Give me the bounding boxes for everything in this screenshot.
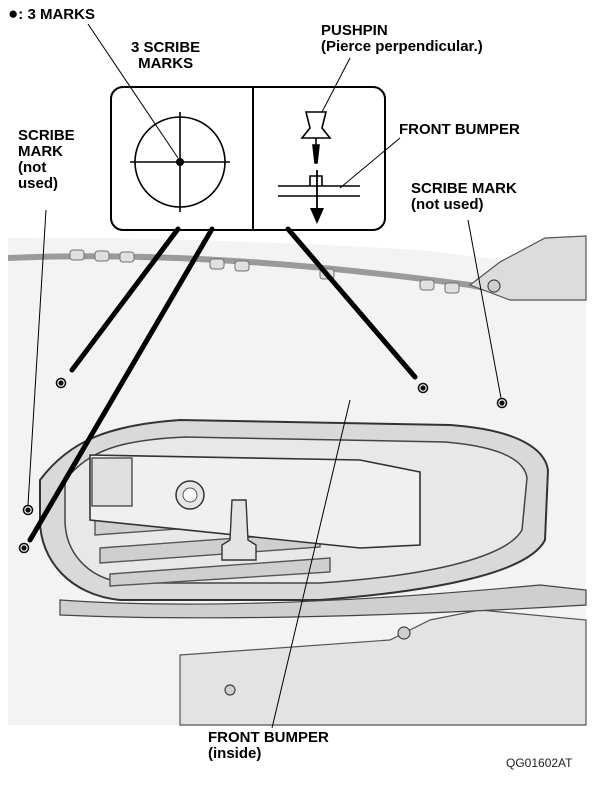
leader-lines [27, 23, 502, 729]
scribe-mark-2 [417, 382, 429, 394]
bracket-bolt [487, 279, 501, 293]
front-bumper-inside-label: FRONT BUMPER (inside) [208, 730, 329, 762]
scribe-mark-left-line3: (not [18, 159, 47, 176]
scribe-mark-1 [55, 377, 67, 389]
front-bumper-inside-line2: (inside) [208, 745, 262, 762]
front-bumper-label: FRONT BUMPER [399, 121, 520, 138]
lamp-housing [89, 454, 421, 549]
scribe-marks-label-line1: 3 SCRIBE [131, 39, 201, 56]
scribe-mark-left-line1: SCRIBE [18, 127, 75, 144]
front-bumper-inside-line1: FRONT BUMPER [208, 729, 329, 746]
pierce-arrowhead [310, 208, 324, 224]
pushpin-icon [300, 111, 332, 164]
scribe-mark-unused-1 [496, 397, 508, 409]
inset-pointers [27, 226, 418, 543]
scribe-mark-left-line2: MARK [18, 143, 63, 160]
lamp-socket-inner [182, 487, 198, 503]
scribe-mark-left-label: SCRIBE MARK (not used) [18, 128, 75, 192]
lower-trim [59, 584, 587, 619]
legend-dot-icon: ● [8, 4, 19, 23]
scribe-mark-right-line1: SCRIBE MARK [411, 180, 517, 197]
scribe-mark-3 [22, 504, 34, 516]
scribe-marks-label-line2: MARKS [138, 55, 194, 72]
inset-box [110, 86, 386, 231]
scribe-marks [18, 377, 508, 554]
bumper-layer-symbol [278, 175, 360, 197]
pushpin-label: PUSHPIN (Pierce perpendicular.) [321, 23, 483, 55]
figure-code: QG01602AT [506, 756, 573, 770]
scribe-mark-unused-2 [18, 542, 30, 554]
scribe-mark-right-line2: (not used) [411, 196, 484, 213]
clip-slots [69, 249, 460, 294]
pushpin-label-title: PUSHPIN [321, 22, 388, 39]
scribe-mark-left-line4: used) [18, 175, 59, 192]
crosshair-center-dot [176, 158, 184, 166]
lower-bolt-2 [224, 684, 236, 696]
scribe-marks-label: 3 SCRIBE MARKS [131, 40, 200, 72]
lower-bolt [397, 626, 411, 640]
lamp-connector [91, 457, 133, 507]
pushpin-label-note: (Pierce perpendicular.) [321, 38, 483, 55]
adjuster-post [221, 499, 257, 561]
lower-bracket [179, 609, 587, 726]
legend: ●: 3 MARKS [8, 4, 95, 23]
legend-text: : 3 MARKS [18, 6, 95, 23]
scribe-mark-right-label: SCRIBE MARK (not used) [411, 181, 517, 213]
